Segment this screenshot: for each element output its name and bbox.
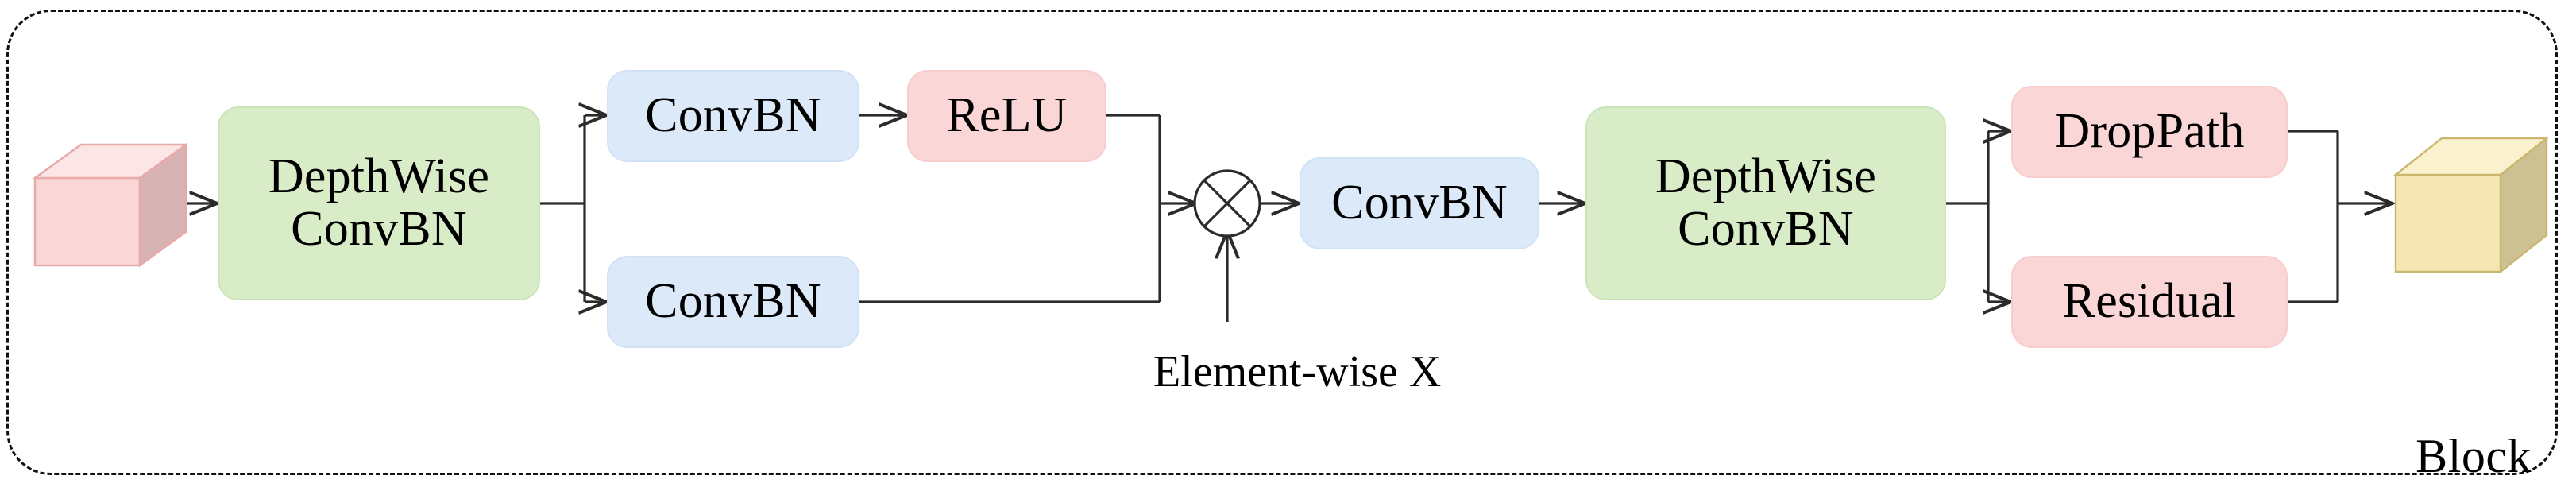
output-tensor-cube — [2393, 135, 2548, 275]
input-tensor-cube — [32, 141, 187, 269]
node-depthwise-convbn-1[interactable]: DepthWise ConvBN — [218, 106, 540, 300]
node-convbn-mid[interactable]: ConvBN — [1300, 157, 1539, 249]
node-droppath[interactable]: DropPath — [2011, 86, 2288, 178]
block-label: Block — [2416, 430, 2532, 482]
node-residual[interactable]: Residual — [2011, 256, 2288, 348]
node-convbn-bottom[interactable]: ConvBN — [607, 256, 859, 348]
element-wise-label: Element-wise X — [1153, 347, 1442, 396]
node-relu[interactable]: ReLU — [907, 70, 1106, 162]
block-boundary — [6, 10, 2558, 475]
node-convbn-top[interactable]: ConvBN — [607, 70, 859, 162]
node-depthwise-convbn-2[interactable]: DepthWise ConvBN — [1585, 106, 1946, 300]
